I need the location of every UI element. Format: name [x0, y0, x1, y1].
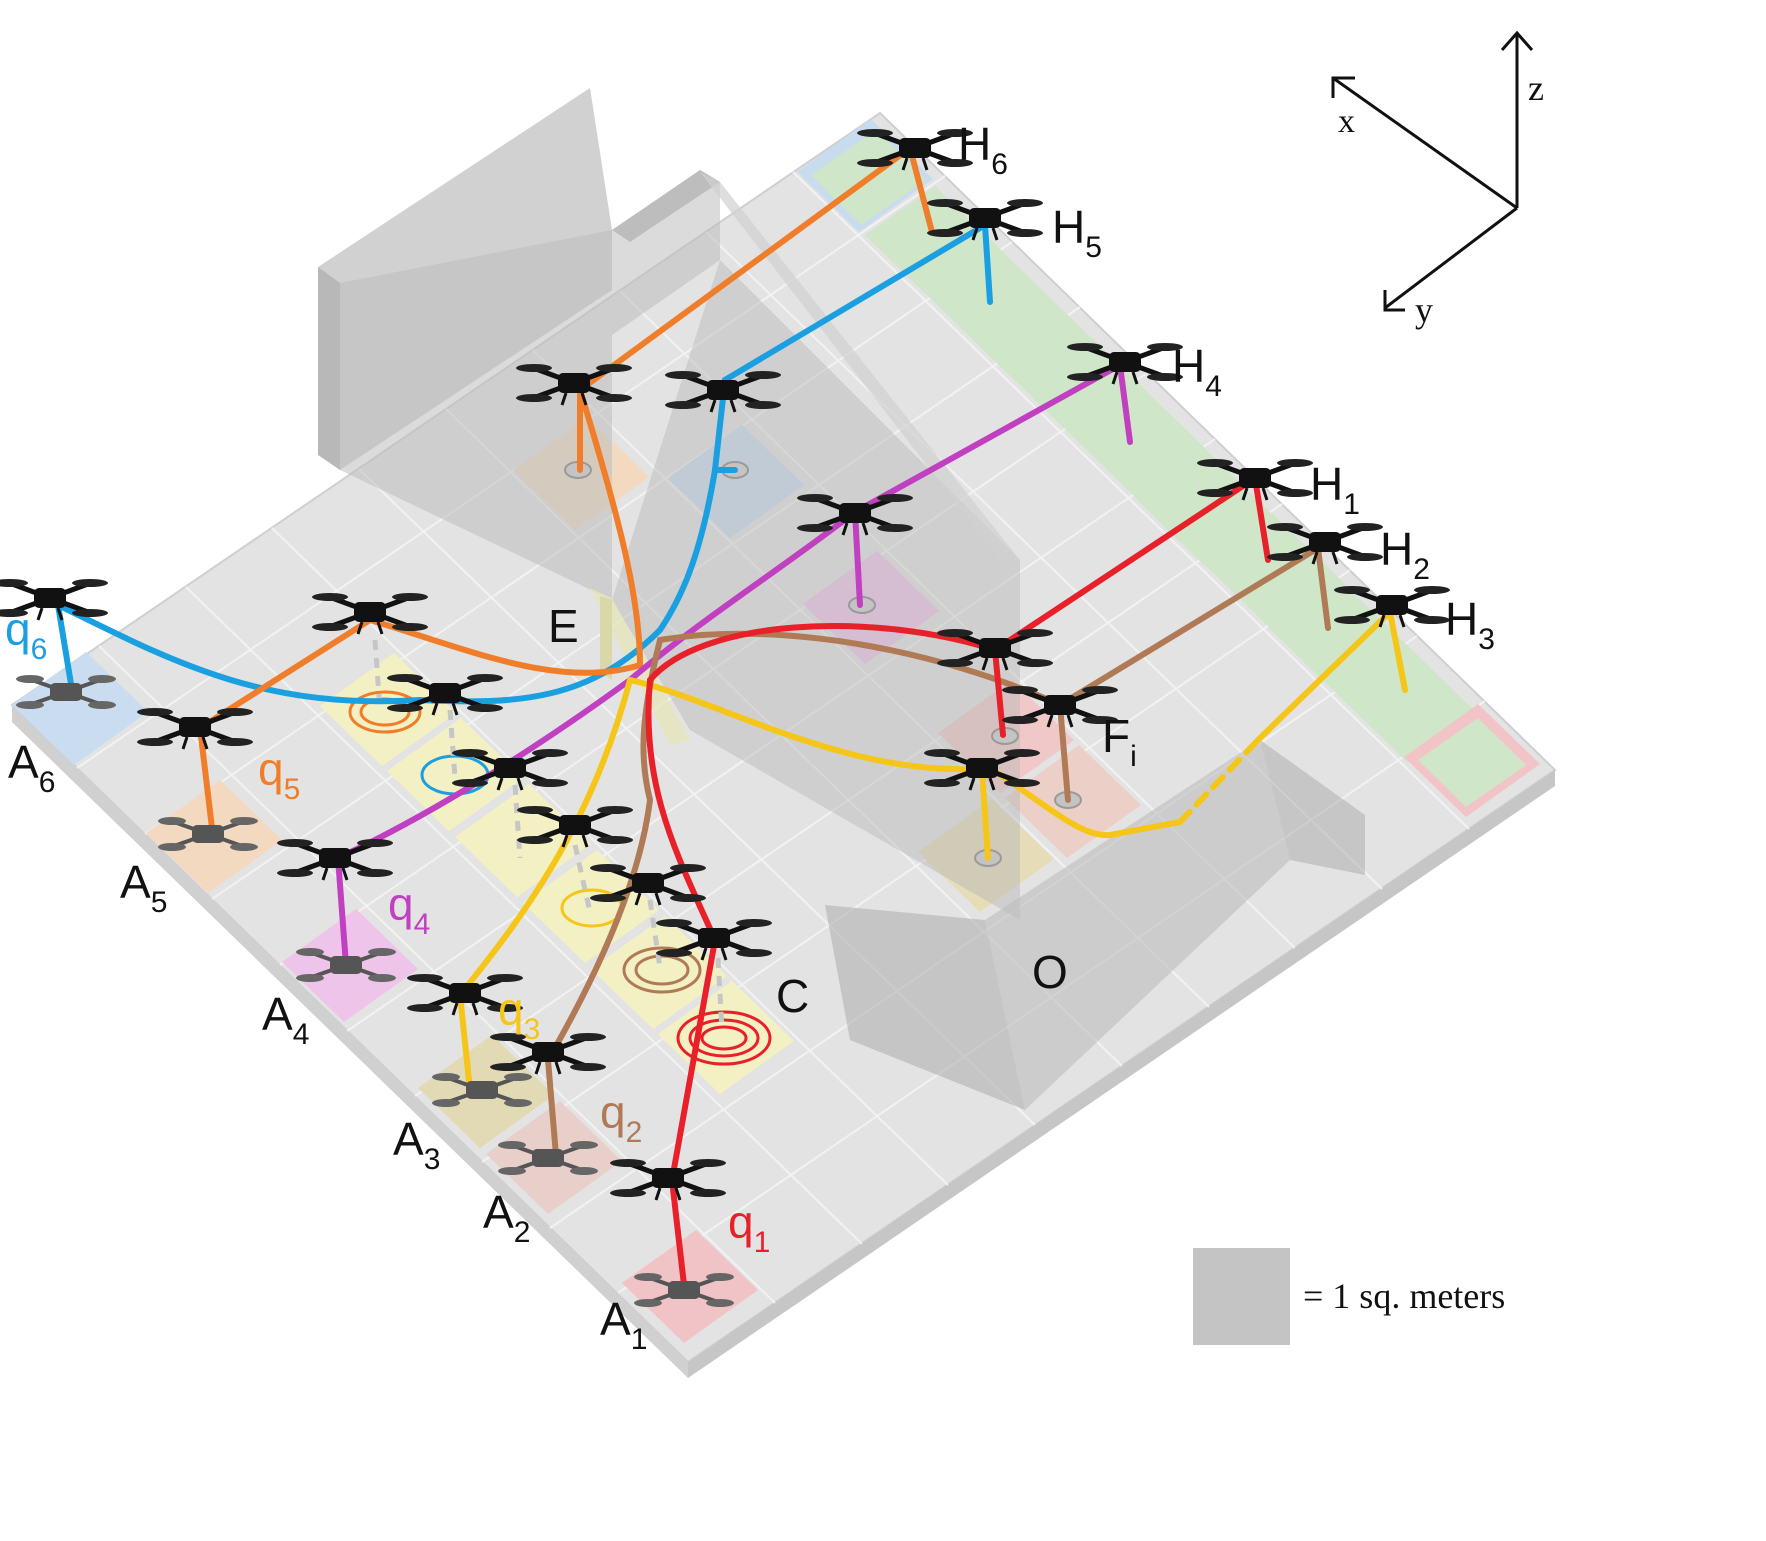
start-labels: A1 A2 A3 A4 A5 A6 [8, 736, 647, 1356]
drone-labels: q1 q2 q3 q4 q5 q6 [5, 603, 770, 1259]
label-a5: A5 [120, 856, 167, 919]
label-a4: A4 [262, 988, 309, 1051]
axes-icon [1331, 30, 1534, 312]
label-h3: H3 [1445, 593, 1495, 656]
label-h5: H5 [1052, 201, 1102, 264]
label-q3: q3 [498, 983, 540, 1046]
label-e: E [548, 600, 579, 652]
label-h1: H1 [1310, 458, 1360, 521]
trajectories [54, 142, 1408, 1288]
label-h6: H6 [958, 118, 1008, 181]
label-o: O [1032, 946, 1068, 998]
label-h2: H2 [1380, 523, 1430, 586]
label-a3: A3 [393, 1113, 440, 1176]
axis-y-label: y [1415, 290, 1433, 330]
label-q6: q6 [5, 603, 47, 666]
label-h4: H4 [1172, 340, 1222, 403]
label-a2: A2 [483, 1186, 530, 1249]
legend-text: = 1 sq. meters [1303, 1276, 1505, 1316]
conflict-rings [348, 690, 772, 1066]
goal-labels: H1 H2 H3 H4 H5 H6 [958, 118, 1495, 656]
axis-z-label: z [1528, 68, 1544, 108]
label-c: C [776, 970, 809, 1022]
legend-swatch [1193, 1248, 1290, 1345]
legend: = 1 sq. meters [1193, 1248, 1505, 1345]
label-q2: q2 [600, 1086, 642, 1149]
label-a6: A6 [8, 736, 55, 799]
trajectory-q6 [54, 219, 993, 705]
axis-x-label: x [1338, 103, 1355, 140]
label-q1: q1 [728, 1196, 770, 1259]
label-a1: A1 [600, 1293, 647, 1356]
label-q4: q4 [388, 878, 430, 941]
obstacle-o [825, 740, 1365, 1110]
label-f: Fi [1102, 710, 1137, 773]
label-q5: q5 [258, 743, 300, 806]
